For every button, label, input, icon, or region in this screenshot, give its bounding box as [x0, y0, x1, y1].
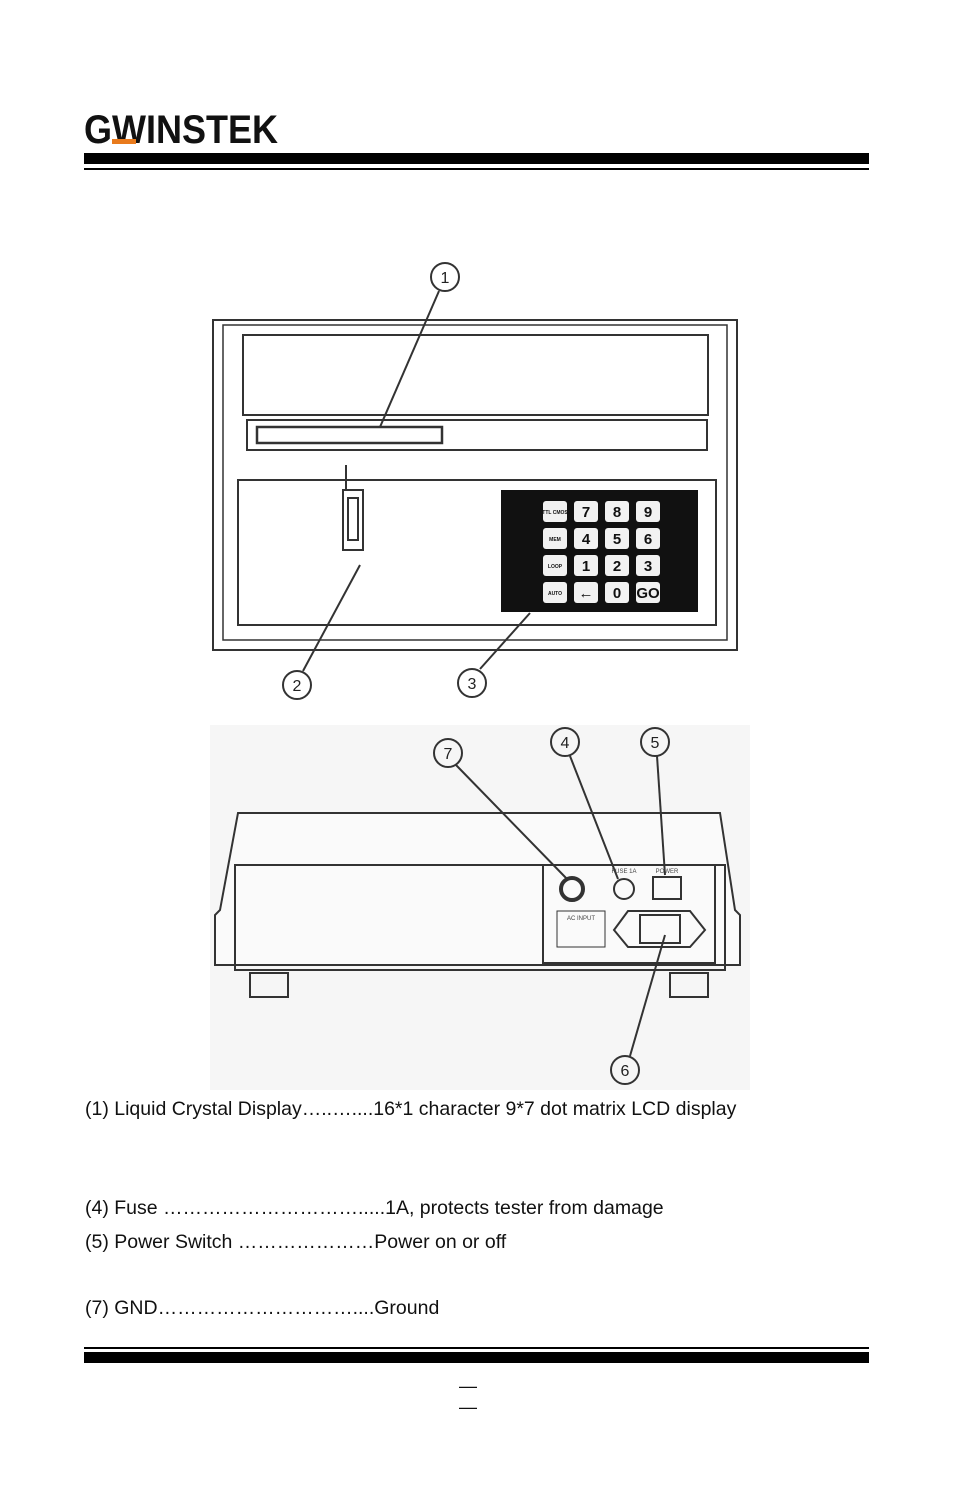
rear-panel-diagram: 7 4 5 6 FUSE 1A POWER AC INPUT — [210, 725, 750, 1090]
callout-6: 6 — [621, 1063, 630, 1080]
footer-rule-thin — [84, 1347, 869, 1349]
callout-4: 4 — [561, 735, 570, 752]
callout-2: 2 — [293, 678, 302, 695]
keypad-key — [574, 528, 598, 549]
footer-rule-thick — [84, 1352, 869, 1363]
keypad-key — [574, 555, 598, 576]
callout-3: 3 — [468, 676, 477, 693]
gwinstek-logo: GWINSTEK — [84, 108, 278, 148]
keypad-key-label: 5 — [613, 531, 621, 548]
keypad-key — [636, 528, 660, 549]
header-rule-thin — [84, 168, 869, 170]
keypad-key — [605, 555, 629, 576]
power-label: POWER — [656, 869, 679, 875]
keypad-key-label: GO — [636, 585, 660, 602]
keypad-key-label: 0 — [613, 585, 621, 602]
callout-7: 7 — [444, 746, 453, 763]
description-fuse: (4) Fuse ………………………….....1A, protects tes… — [85, 1197, 664, 1219]
keypad-key-label: 2 — [613, 558, 621, 575]
keypad-key-label: ← — [579, 585, 594, 602]
keypad-key — [543, 528, 567, 549]
fuse-label: FUSE 1A — [611, 869, 636, 875]
keypad-key-label: 7 — [582, 504, 590, 521]
keypad-key — [574, 501, 598, 522]
keypad-key — [574, 582, 598, 603]
keypad-key-label: TTL CMOS — [542, 510, 568, 516]
keypad-key — [543, 555, 567, 576]
description-gnd: (7) GND…………………………....Ground — [85, 1297, 440, 1319]
callout-1: 1 — [441, 270, 450, 287]
description-power-switch: (5) Power Switch …………………Power on or off — [85, 1231, 507, 1253]
keypad-key-label: 3 — [644, 558, 652, 575]
keypad-key — [636, 582, 660, 603]
keypad-key — [605, 582, 629, 603]
keypad-key-label: 9 — [644, 504, 652, 521]
description-lcd: (1) Liquid Crystal Display…..…....16*1 c… — [85, 1098, 737, 1120]
ac-input-label: AC INPUT — [567, 916, 595, 922]
keypad-key-label: 6 — [644, 531, 652, 548]
header-rule-thick — [84, 153, 869, 164]
keypad-key-label: MEM — [549, 537, 561, 543]
keypad-key-label: 8 — [613, 504, 621, 521]
keypad-key — [543, 582, 567, 603]
keypad — [501, 490, 698, 612]
keypad-key — [636, 501, 660, 522]
keypad-key-label: LOOP — [548, 564, 563, 570]
keypad-key — [543, 501, 567, 522]
keypad-key-label: 4 — [582, 531, 591, 548]
keypad-key — [636, 555, 660, 576]
keypad-key-label: 1 — [582, 558, 590, 575]
page-number: — — — [459, 1376, 495, 1417]
keypad-key — [605, 501, 629, 522]
keypad-key — [605, 528, 629, 549]
callout-5: 5 — [651, 735, 660, 752]
keypad-key-label: AUTO — [548, 591, 562, 597]
